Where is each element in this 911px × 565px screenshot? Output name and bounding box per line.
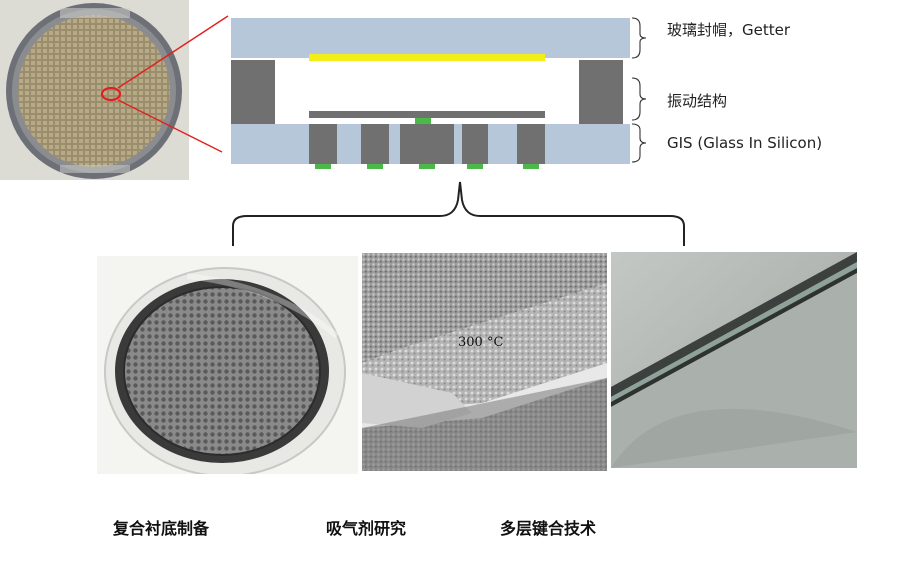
section-brace xyxy=(232,181,685,246)
bottom-pad xyxy=(419,164,435,169)
sem-photo: 300 °C xyxy=(362,253,607,471)
label-vibrating-structure: 振动结构 xyxy=(667,92,728,110)
caption-bonding: 多层键合技术 xyxy=(500,519,597,538)
left-wall xyxy=(231,60,275,124)
brace-icon xyxy=(631,77,647,121)
silicon-via xyxy=(361,124,389,164)
highlight-ring xyxy=(100,86,122,102)
bonding-photo xyxy=(611,252,857,468)
silicon-via xyxy=(400,124,454,164)
label-top-cap: 玻璃封帽，Getter xyxy=(667,21,791,39)
getter-layer xyxy=(309,54,545,61)
sem-temperature-label: 300 °C xyxy=(458,335,504,350)
bottom-pad xyxy=(523,164,539,169)
wafer-photo xyxy=(0,0,189,180)
vibrating-beam xyxy=(309,111,545,118)
silicon-via xyxy=(309,124,337,164)
glass-cap xyxy=(231,18,630,58)
cross-section-diagram xyxy=(231,18,630,169)
substrate-photo xyxy=(97,256,358,474)
bottom-pad xyxy=(467,164,483,169)
caption-getter: 吸气剂研究 xyxy=(326,519,407,538)
silicon-via xyxy=(462,124,488,164)
bottom-pad xyxy=(367,164,383,169)
right-wall xyxy=(579,60,623,124)
label-gis: GIS (Glass In Silicon) xyxy=(667,134,823,152)
brace-icon xyxy=(631,17,647,59)
anchor-pad xyxy=(415,118,431,124)
curly-brace-icon xyxy=(232,181,685,246)
layer-braces xyxy=(631,17,647,163)
silicon-via xyxy=(517,124,545,164)
brace-icon xyxy=(631,123,647,163)
bottom-pad xyxy=(315,164,331,169)
caption-substrate: 复合衬底制备 xyxy=(113,519,210,538)
